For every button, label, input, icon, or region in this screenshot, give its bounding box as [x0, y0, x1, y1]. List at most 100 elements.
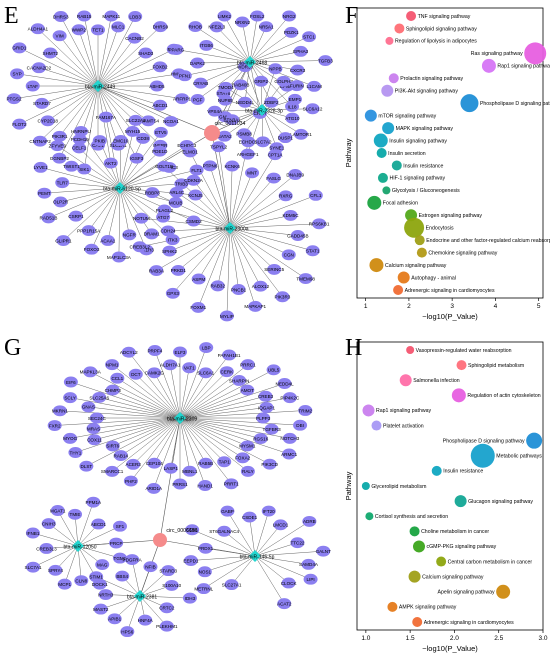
pathway-label: Platelet activation	[383, 423, 424, 429]
pathway-label: Adrenergic signaling in cardiomyocytes	[424, 620, 514, 626]
gene-node	[120, 626, 135, 638]
gene-label: ATG10	[285, 116, 300, 121]
gene-label: KCNJ5	[188, 193, 203, 198]
gene-node	[125, 554, 140, 565]
gene-node	[253, 433, 268, 445]
gene-label: FURIN	[290, 83, 304, 88]
gene-label: LTAF	[27, 84, 38, 89]
gene-label: STIM1	[89, 575, 103, 580]
gene-node	[26, 561, 41, 573]
edge-mirna-gene	[119, 150, 160, 189]
gene-label: MYH15	[125, 129, 141, 134]
panel-letter-g: G	[4, 335, 22, 361]
edge-mirna-gene	[152, 192, 231, 229]
edge-mirna-gene	[209, 165, 231, 229]
gene-label: PRDX1	[198, 546, 214, 551]
gene-label: ECHDC3	[177, 143, 196, 148]
pathway-label: TNF signaling pathway	[418, 14, 471, 20]
pathway-label: Regulation of actin cytoskeleton	[467, 393, 540, 399]
edge-mirna-gene	[97, 85, 161, 106]
gene-label: RGS16	[253, 436, 269, 441]
gene-label: ACAA1	[100, 238, 116, 243]
gene-label: RAB32	[210, 284, 225, 289]
edge-mirna-gene	[141, 217, 231, 229]
gene-label: COX11	[87, 438, 102, 443]
gene-node	[138, 614, 153, 626]
gene-label: NOS1	[199, 570, 212, 575]
gene-label: UBL5	[268, 368, 280, 373]
edge-mirna-gene	[112, 389, 181, 419]
edge-mirna-gene	[119, 183, 182, 189]
gene-label: PKIB	[95, 138, 105, 143]
gene-label: FOSL2	[250, 14, 265, 19]
gene-label: CPT1A	[268, 152, 284, 157]
gene-node	[40, 115, 55, 127]
edge-mirna-gene	[179, 410, 306, 419]
edge-mirna-gene	[229, 177, 274, 229]
edge-mirna-gene	[119, 187, 147, 250]
edge-mirna-gene	[70, 417, 181, 439]
gene-label: ETV5	[155, 130, 167, 135]
edge-mirna-gene	[59, 35, 99, 87]
gene-label: TMEM98	[296, 276, 315, 281]
gene-label: VIM	[56, 34, 64, 39]
gene-label: GNAS	[82, 405, 95, 410]
gene-node	[290, 537, 305, 549]
gene-label: STAT6	[217, 91, 231, 96]
gene-node	[277, 598, 292, 610]
gene-node	[281, 249, 296, 261]
gene-label: TGFB3	[318, 58, 333, 63]
edge-mirna-gene	[77, 545, 121, 559]
gene-label: MAP1LC3A	[107, 255, 132, 260]
gene-node	[293, 419, 308, 431]
gene-label: CDH24	[161, 229, 177, 234]
gene-label: NUP85	[218, 98, 233, 103]
edge-mirna-gene	[119, 187, 194, 222]
gene-label: CDKN2A	[184, 178, 204, 183]
gene-label: CNIH3	[42, 521, 56, 526]
pathway-label: Ras signaling pathway	[471, 51, 523, 57]
pathway-bubble	[397, 271, 410, 284]
pathway-label: Sphingolipid metabolism	[468, 363, 524, 369]
edge-mirna-gene	[59, 85, 99, 137]
gene-label: FXR2	[49, 423, 61, 428]
edge-mirna-gene	[63, 187, 121, 241]
edge-mirna-gene	[249, 60, 326, 63]
gene-node	[64, 160, 79, 172]
edge-mirna-gene	[139, 595, 168, 627]
gene-node	[283, 209, 298, 221]
edge-mirna-gene	[80, 131, 121, 189]
x-axis-label: −log10(P_Value)	[422, 312, 478, 321]
gene-node	[264, 423, 279, 435]
gene-node	[264, 96, 279, 108]
mirna-label: bta-miR-2449	[85, 84, 116, 90]
pathway-bubble	[404, 217, 425, 238]
edge-mirna-gene	[179, 417, 261, 439]
gene-label: PTGS2	[6, 96, 22, 101]
gene-label: IGSF3	[130, 156, 144, 161]
edge-mirna-gene	[229, 227, 306, 279]
edge-mirna-gene	[88, 187, 121, 231]
pathway-label: mTOR signaling pathway	[378, 113, 436, 119]
gene-label: SLC6A12	[303, 107, 323, 112]
gene-node	[199, 39, 214, 51]
gene-node	[261, 505, 276, 517]
gene-label: TWIST1	[63, 164, 80, 169]
gene-label: ADCYL2	[120, 350, 138, 355]
gene-label: ITK3	[168, 237, 178, 242]
edge-mirna-gene	[169, 364, 181, 419]
gene-node	[77, 163, 92, 175]
gene-node	[240, 440, 255, 452]
gene-label: IFT20	[263, 509, 275, 514]
gene-label: PIK3R1	[52, 134, 68, 139]
gene-node	[152, 145, 167, 157]
edge-mirna-gene	[176, 192, 231, 229]
gene-node	[52, 152, 67, 164]
gene-node	[43, 47, 58, 59]
gene-label: CACNA2D2	[27, 66, 52, 71]
gene-node	[105, 359, 120, 371]
gene-node	[105, 384, 120, 396]
gene-node	[109, 537, 124, 549]
edge-mirna-gene	[179, 364, 249, 419]
gene-node	[301, 558, 316, 570]
